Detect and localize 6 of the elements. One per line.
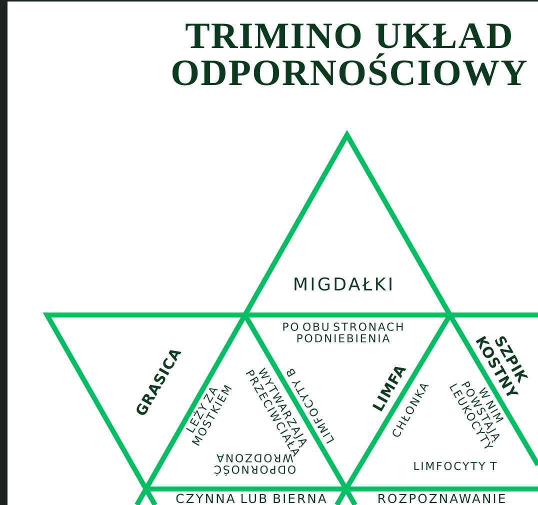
term-label: MIGDAŁKI [294,277,392,291]
term-label: PO OBU STRONACH PODNIEBIENIA [283,322,403,342]
term-label: LIMFOCYTY T [414,462,497,470]
term-label: ROZPOZNAWANIE [378,494,505,504]
title: TRIMINO UKŁAD ODPORNOŚCIOWY [172,23,527,86]
term-label: CZYNNA LUB BIERNA [176,494,326,504]
